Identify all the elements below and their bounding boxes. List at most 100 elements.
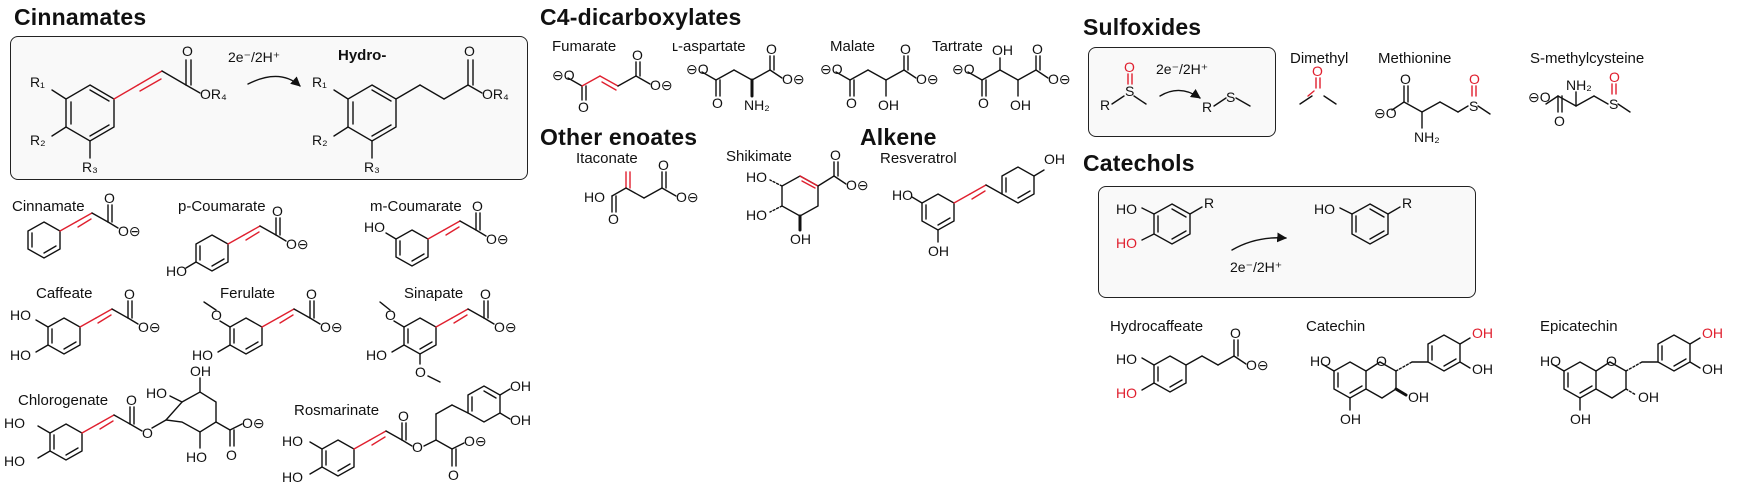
atom-o: O	[226, 447, 237, 463]
atom-o: O	[658, 157, 669, 173]
atom-r3: R₃	[364, 159, 380, 175]
atom-oh: OH	[790, 231, 811, 247]
atom-oh: OH	[878, 97, 899, 113]
atom-s: S	[1469, 98, 1478, 114]
atom-o-minus-prefixed: ⊖O	[552, 67, 575, 83]
atom-oh: OH	[510, 412, 531, 428]
atom-r2: R₂	[30, 132, 46, 148]
label-chlorogenate: Chlorogenate	[18, 392, 109, 409]
label-s-methylcysteine: S-methylcysteine	[1530, 50, 1645, 67]
atom-o-minus: O⊖	[650, 77, 673, 93]
atom-o-minus: O⊖	[676, 189, 699, 205]
atom-oh: OH	[1010, 97, 1031, 113]
atom-o-red: O	[1609, 69, 1620, 85]
atom-o-minus: O⊖	[494, 319, 517, 335]
atom-o: O	[306, 286, 317, 302]
atom-o: O	[464, 43, 475, 59]
m-coumarate-structure	[385, 212, 487, 267]
sulfoxide-conditions: 2e⁻/2H⁺	[1156, 61, 1208, 77]
heading-other-enoates: Other enoates	[540, 124, 698, 150]
atom-o-red: O	[1469, 71, 1480, 87]
atom-o: O	[1554, 113, 1565, 129]
atom-o-minus-prefixed: ⊖O	[1374, 105, 1397, 121]
atom-o-minus: O⊖	[782, 71, 805, 87]
label-cinnamate: Cinnamate	[12, 198, 85, 215]
atom-o-minus: O⊖	[118, 223, 141, 239]
atom-r: R	[1204, 195, 1214, 211]
label-dimethyl: Dimethyl	[1290, 50, 1349, 67]
atom-o-minus-prefixed: ⊖O	[686, 61, 709, 77]
atom-ho: HO	[192, 347, 213, 363]
atom-ho-red: HO	[1116, 385, 1137, 401]
atom-ho: HO	[1540, 353, 1561, 369]
atom-r: R	[1202, 99, 1212, 115]
epicatechin-structure	[1551, 334, 1701, 411]
atom-o: O	[1376, 353, 1387, 369]
atom-o-minus: O⊖	[320, 319, 343, 335]
atom-ho: HO	[4, 453, 25, 469]
label-catechin: Catechin	[1306, 318, 1366, 335]
atom-s: S	[1226, 89, 1235, 105]
atom-o: O	[472, 198, 483, 214]
atom-o: O	[712, 95, 723, 111]
ferulate-structure	[203, 300, 321, 355]
atom-ho: HO	[364, 219, 385, 235]
rosmarinate-structure	[309, 385, 511, 477]
heading-sulfoxides: Sulfoxides	[1083, 14, 1202, 40]
catechin-structure	[1321, 334, 1471, 411]
atom-oh: OH	[1044, 151, 1065, 167]
chlorogenate-structure	[37, 377, 243, 461]
atom-o: O	[1606, 353, 1617, 369]
reaction-arrow	[247, 75, 301, 87]
atom-ho: HO	[282, 433, 303, 449]
label-ferulate: Ferulate	[220, 285, 276, 302]
atom-o: O	[142, 425, 153, 441]
atom-o: O	[1032, 41, 1043, 57]
atom-o: O	[385, 307, 396, 323]
label-rosmarinate: Rosmarinate	[294, 402, 380, 419]
atom-o: O	[104, 190, 115, 206]
atom-ho: HO	[892, 187, 913, 203]
atom-oh: OH	[1472, 361, 1493, 377]
atom-ho: HO	[166, 263, 187, 279]
atom-oh: OH	[1638, 389, 1659, 405]
atom-o: O	[182, 43, 193, 59]
atom-ho: HO	[10, 307, 31, 323]
label-epicatechin: Epicatechin	[1540, 318, 1618, 335]
atom-r1: R₁	[30, 74, 45, 90]
atom-o-minus-prefixed: ⊖O	[820, 61, 843, 77]
atom-nh2: NH₂	[744, 97, 770, 113]
shikimate-structure	[769, 161, 847, 232]
itaconate-structure	[611, 171, 677, 213]
atom-oh-red: OH	[1702, 325, 1723, 341]
atom-o: O	[846, 95, 857, 111]
atom-o: O	[1400, 71, 1411, 87]
atom-o: O	[126, 392, 137, 408]
atom-o-minus: O⊖	[138, 319, 161, 335]
atom-o-red: O	[1124, 59, 1135, 75]
atom-r1: R₁	[312, 74, 327, 90]
atom-oh: OH	[928, 243, 949, 259]
cinnamate-structure	[27, 204, 119, 259]
atom-o: O	[830, 147, 841, 163]
atom-oh: OH	[1408, 389, 1429, 405]
atom-oh: OH	[992, 42, 1013, 58]
heading-c4-dicarboxylates: C4-dicarboxylates	[540, 4, 742, 30]
sulfoxide-reaction-structure	[1111, 73, 1251, 107]
atom-ho: HO	[1116, 201, 1137, 217]
atom-o: O	[632, 47, 643, 63]
atom-o: O	[480, 286, 491, 302]
atom-ho: HO	[746, 169, 767, 185]
s-methylcysteine-structure	[1545, 83, 1631, 113]
atom-s: S	[1609, 96, 1618, 112]
label-l-aspartate: ʟ-aspartate	[672, 38, 746, 55]
atom-or4: OR₄	[482, 86, 509, 102]
atom-o: O	[1230, 325, 1241, 341]
label-sinapate: Sinapate	[404, 285, 464, 302]
atom-oh: OH	[1340, 411, 1361, 427]
catechol-product-structure	[1339, 203, 1401, 245]
resveratrol-structure	[911, 166, 1045, 243]
atom-oh: OH	[1702, 361, 1723, 377]
label-shikimate: Shikimate	[726, 148, 792, 165]
atom-o-minus: O⊖	[1048, 71, 1071, 87]
